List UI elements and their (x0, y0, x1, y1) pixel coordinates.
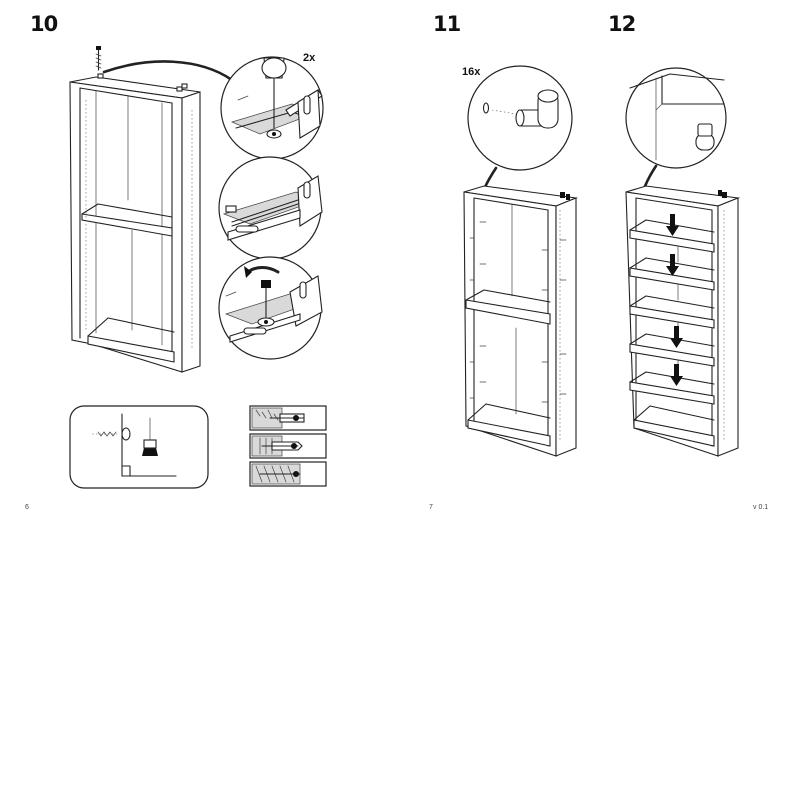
cabinet-foot-icon (142, 448, 158, 456)
bookcase-step-10 (69, 73, 201, 373)
version-label: v 0.1 (753, 504, 769, 511)
shelf-pin-icon (515, 89, 559, 129)
down-arrow-icon (666, 254, 679, 276)
bookcase-step-11 (463, 185, 579, 457)
detail-bracket-insert (218, 156, 323, 260)
left-page: 10 2x 6 (0, 0, 400, 520)
wall-plug-icon (249, 405, 327, 487)
down-arrow-icon (670, 326, 683, 348)
step-number-12: 12 (608, 12, 636, 36)
down-arrow-icon (666, 214, 679, 236)
page-number-7: 7 (429, 504, 433, 511)
detail-shelf-pin-placement (625, 67, 727, 169)
screw-icon (95, 46, 102, 71)
wall-fixing-warning-panel (69, 405, 209, 489)
callout-curve (102, 60, 234, 82)
bookcase-step-12 (625, 185, 741, 457)
right-page: 11 12 16x 7 v 0.1 (400, 0, 800, 520)
detail-shelf-pin (467, 65, 573, 171)
detail-screw-bracket (218, 256, 323, 360)
step-10-illustration (69, 46, 327, 489)
step-number-10: 10 (30, 12, 58, 36)
down-arrow-icon (670, 364, 683, 386)
quantity-label-16x: 16x (462, 66, 481, 78)
step-11-12-illustration (463, 65, 741, 457)
quantity-label-2x: 2x (303, 52, 316, 64)
detail-screwdriver-bracket (220, 56, 324, 160)
page-number-6: 6 (25, 504, 29, 511)
step-number-11: 11 (433, 12, 461, 36)
